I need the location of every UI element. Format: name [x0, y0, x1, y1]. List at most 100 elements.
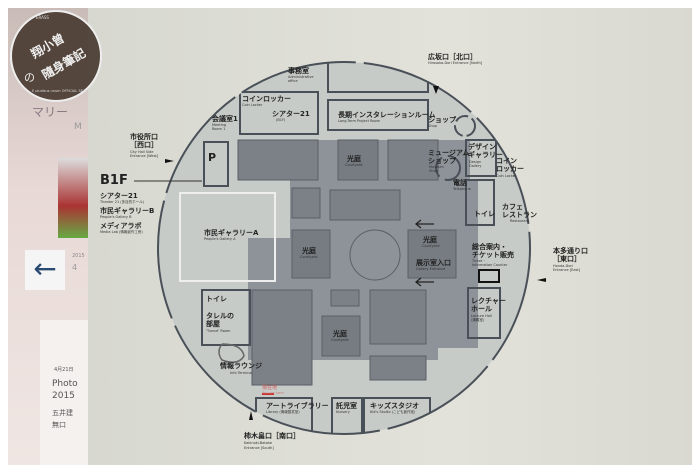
longterm-room-label: 長期インスタレーションルーム	[338, 111, 436, 119]
west-entrance-en-2: Entrance [West]	[130, 154, 159, 158]
floor-list-theater-en: Theater 21 (多目的ホール)	[100, 200, 145, 204]
meeting-room-label: 会議室1	[212, 115, 238, 123]
poster-photo	[58, 158, 88, 238]
east-entrance-en-2: Entrance [East]	[553, 268, 581, 272]
meeting-room-en: Meeting	[212, 123, 227, 127]
watermark-stamp: 翔小曾 隨身筆記 の ERASS E pluribus unum OFFICIA…	[10, 10, 102, 102]
poster-date-c: 4月21日	[54, 367, 74, 373]
poster-photo-year: 2015	[52, 391, 75, 401]
theater21-label: シアター21	[272, 110, 310, 118]
poster-photo-title: Photo	[52, 379, 78, 389]
coin-locker-north-en: Coin Locker	[242, 103, 263, 107]
tunnel-room-en: 'Tunnel' Room	[206, 329, 231, 333]
poster-panel: 4月21日 Photo 2015 五井建 無口	[40, 320, 88, 465]
museum-shop-label: ミュージアム	[428, 149, 470, 157]
lecture-hall-label: レクチャー	[471, 297, 506, 305]
office-en: Administrative	[288, 75, 314, 79]
floor-label: B1F	[100, 173, 128, 188]
courtyard-2-label: 光庭	[302, 247, 316, 255]
poster-names-b: 無口	[52, 421, 66, 429]
telephone-en: Telephone	[453, 187, 471, 191]
south-entrance-marker	[249, 411, 253, 420]
shop-label: ショップ	[428, 116, 456, 124]
north-entrance-marker	[433, 86, 439, 94]
office-label: 事務室	[288, 67, 309, 75]
telephone-label: 電話	[453, 179, 467, 187]
poster-date-b: 4	[72, 263, 78, 272]
north-entrance-label: 広坂口［北口］	[428, 53, 477, 61]
courtyard-3-label: 光庭	[423, 236, 437, 244]
you-are-here-en: You are here	[262, 391, 284, 395]
design-gallery-label: デザイン	[468, 143, 496, 151]
museum-shop-en-2: Shop	[429, 169, 438, 173]
nursery-en: Nursery	[336, 410, 350, 414]
courtyard-1-en: Courtyard	[345, 163, 363, 167]
floor-list-gallery-b: 市民ギャラリーB	[100, 207, 155, 215]
east-entrance-label-2: ［東口］	[553, 255, 581, 263]
design-gallery-label-2: ギャラリー	[468, 151, 503, 159]
office-en-2: office	[288, 79, 298, 83]
courtyard-3-en: Courtyard	[422, 244, 440, 248]
west-entrance-marker	[165, 159, 174, 163]
info-counter	[478, 269, 500, 283]
courtyard-4-en: Courtyard	[331, 338, 349, 342]
lecture-hall-en: Lecture Hall	[471, 314, 492, 318]
east-entrance-marker	[537, 278, 546, 282]
info-lounge-label: 情報ラウンジ	[220, 362, 262, 370]
floor-list-theater: シアター21	[100, 192, 138, 200]
gallery-entrance-label: 展示室入口	[416, 259, 451, 267]
lecture-hall-en-2: (講義室)	[471, 318, 485, 322]
nursery-label: 託児室	[336, 402, 357, 410]
lecture-hall-label-2: ホール	[471, 305, 492, 313]
west-entrance-label-2: ［西口］	[130, 141, 158, 149]
library-label: アートライブラリー	[266, 402, 329, 410]
coin-locker-east-en: Coin Locker	[496, 174, 517, 178]
south-entrance-label: 柿木畠口［南口］	[244, 432, 300, 440]
you-are-here-marker	[262, 393, 274, 395]
coin-locker-east-label: コイン	[496, 157, 517, 165]
library-en: Library (情報図書室)	[266, 410, 300, 414]
poster-sub: M	[74, 122, 82, 132]
watermark-ring-bottom: E pluribus unum OFFICIAL SEAL	[32, 89, 88, 93]
east-entrance-en: Honda-Dori	[553, 264, 573, 268]
museum-shop-en: Museum	[429, 165, 444, 169]
floor-list-media-lab: メディアラボ	[100, 222, 142, 230]
info-en-2: Information Counter	[472, 263, 508, 267]
courtyard-2-en: Courtyard	[300, 255, 318, 259]
coin-locker-north-label: コインロッカー	[242, 95, 291, 103]
shop-en: Shop	[428, 124, 437, 128]
floor-list-media-lab-en: Media Lab (情報創作工房)	[100, 230, 143, 234]
map-outline	[157, 61, 531, 435]
west-entrance-en: City Hall Side	[130, 150, 154, 154]
gallery-a-label: 市民ギャラリーA	[204, 229, 259, 237]
toilet-east-label: トイレ	[474, 210, 495, 218]
toilet-west-label: トイレ	[206, 295, 227, 303]
longterm-room-en: Long-Term Project Room	[338, 119, 381, 123]
floor-map	[134, 61, 546, 435]
tunnel-room-label-2: 部屋	[206, 320, 220, 328]
info-label: 総合案内・	[472, 243, 507, 251]
info-en: Ticket・	[472, 259, 486, 263]
courtyard-block	[337, 139, 379, 181]
floor-list-gallery-b-en: People's Gallery B	[100, 215, 132, 219]
south-entrance-en-2: Entrance [South]	[244, 446, 274, 450]
kids-studio-label: キッズスタジオ	[370, 402, 419, 410]
tunnel-room-label: タレルの	[206, 312, 234, 320]
museum-shop-label-2: ショップ	[428, 157, 456, 165]
poster-names: 五井建	[52, 409, 73, 417]
you-are-here-label: 現在地	[262, 385, 278, 391]
east-entrance-label: 本多通り口	[553, 247, 588, 255]
cafe-en: Restaurant	[510, 219, 530, 223]
kids-studio-en: Kid's Studio (こども創作室)	[370, 410, 416, 414]
courtyard-1-label: 光庭	[347, 155, 361, 163]
gallery-entrance-en: Gallery Entrance	[416, 267, 446, 271]
south-entrance-en: Kakinoki-Batake	[244, 441, 272, 445]
photo-frame: マリー M ← 2015 4 4月21日 Photo 2015 五井建 無口	[8, 8, 692, 465]
left-arrow-sign: ←	[25, 250, 65, 290]
design-gallery-en: Design	[469, 160, 482, 164]
parking-icon: P	[208, 151, 217, 164]
info-lounge-en: Info Terminal	[230, 371, 253, 375]
design-gallery-en-2: Gallery	[469, 164, 482, 168]
cafe-label: カフェ	[502, 203, 523, 211]
watermark-ring-top: ERASS	[36, 15, 49, 20]
